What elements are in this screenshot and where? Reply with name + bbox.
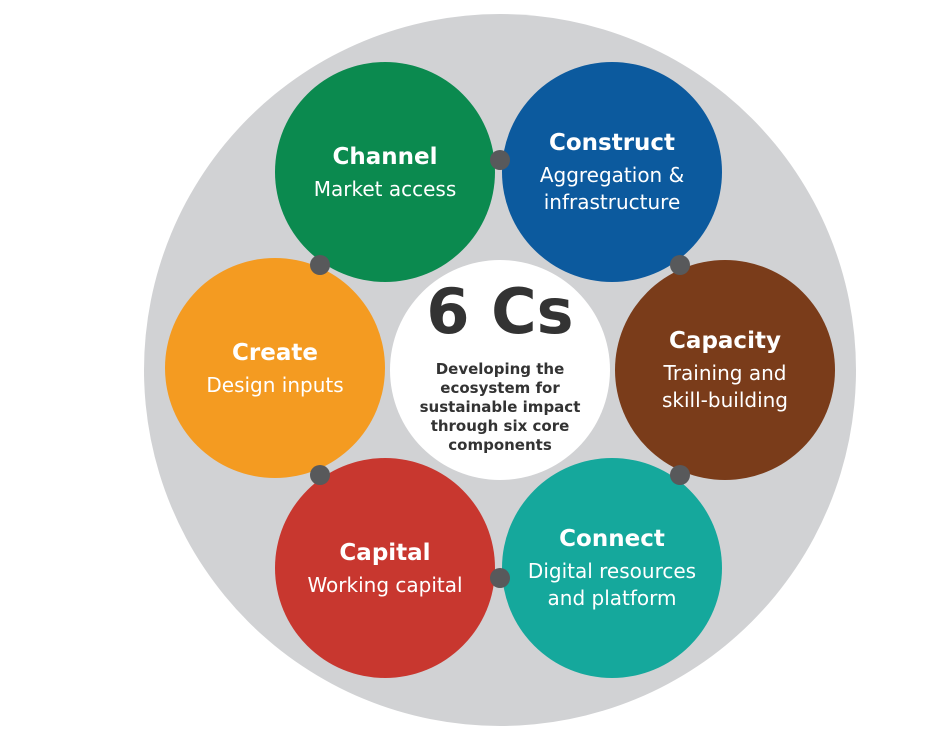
component-circle	[165, 258, 385, 478]
center-line: components	[448, 436, 552, 454]
component-circle	[275, 62, 495, 282]
component-title: Connect	[559, 526, 665, 552]
connector-dot	[490, 568, 510, 588]
center-line: through six core	[431, 417, 570, 435]
center-line: ecosystem for	[440, 379, 560, 397]
center-title: 6 Cs	[426, 275, 573, 348]
component-description: Market access	[314, 177, 457, 201]
connector-dot	[310, 255, 330, 275]
connector-dot	[310, 465, 330, 485]
component-circle	[275, 458, 495, 678]
component-circle	[502, 458, 722, 678]
component-description: Training and	[663, 361, 787, 385]
component-description: Working capital	[307, 573, 462, 597]
component-description: Digital resources	[528, 559, 696, 583]
component-description: Design inputs	[206, 373, 343, 397]
center-circle	[390, 260, 610, 480]
connector-dot	[670, 255, 690, 275]
component-description: infrastructure	[544, 190, 681, 214]
center-line: Developing the	[436, 360, 565, 378]
component-circle	[502, 62, 722, 282]
component-description: skill-building	[662, 388, 788, 412]
component-description: and platform	[548, 586, 677, 610]
component-title: Channel	[332, 144, 437, 170]
component-title: Capital	[339, 540, 430, 566]
component-circle	[615, 260, 835, 480]
component-title: Capacity	[669, 328, 781, 354]
component-title: Create	[232, 340, 318, 366]
component-description: Aggregation &	[540, 163, 684, 187]
connector-dot	[490, 150, 510, 170]
center-line: sustainable impact	[420, 398, 581, 416]
connector-dot	[670, 465, 690, 485]
component-title: Construct	[549, 130, 675, 156]
